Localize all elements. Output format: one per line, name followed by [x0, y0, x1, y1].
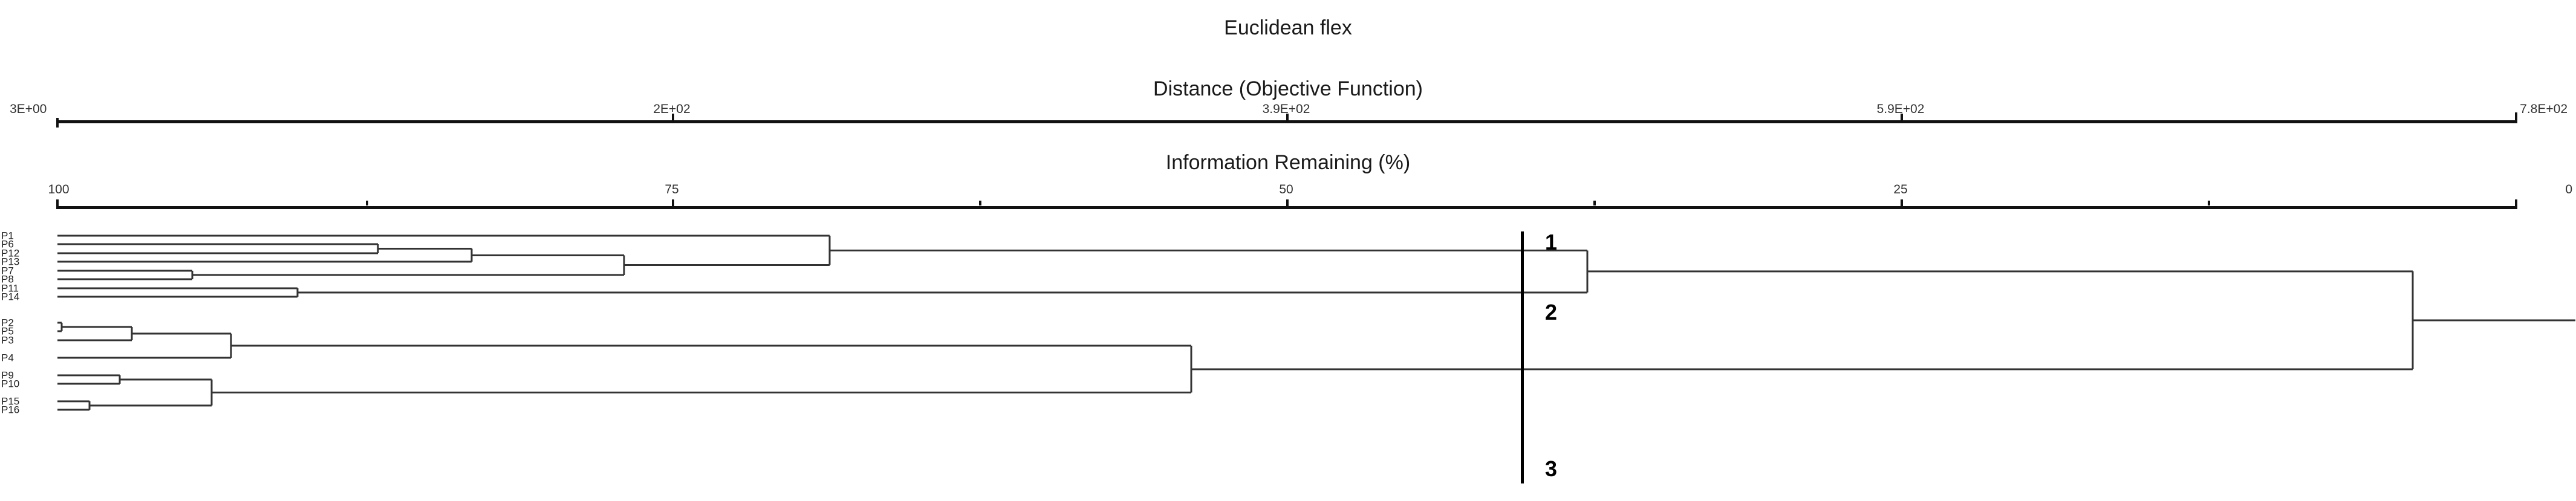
cluster-label-2: 2 [1545, 300, 1558, 325]
cluster-label-1: 1 [1545, 230, 1558, 254]
distance-tick-label-2: 3.9E+02 [1262, 102, 1310, 116]
leaf-label-p13: P13 [1, 256, 20, 268]
leaf-label-p1: P1 [1, 230, 14, 242]
info-minor-tick-3 [2208, 201, 2210, 205]
leaf-label-p6: P6 [1, 238, 14, 250]
distance-tick-label-4: 7.8E+02 [2520, 102, 2568, 116]
info-tick-label-1: 75 [665, 183, 679, 196]
information-axis-rule [56, 206, 2517, 209]
distance-tick-label-0: 3E+00 [10, 102, 47, 116]
info-tick-label-4: 0 [2565, 183, 2572, 196]
leaf-label-p14: P14 [1, 291, 20, 303]
info-minor-tick-0 [366, 201, 368, 205]
distance-tick-3 [1901, 114, 1903, 121]
distance-tick-label-1: 2E+02 [653, 102, 691, 116]
info-tick-label-3: 25 [1893, 183, 1908, 196]
distance-axis-rule [56, 120, 2517, 123]
distance-axis-cap-left [56, 118, 59, 128]
leaf-label-p9: P9 [1, 369, 14, 381]
leaf-label-p12: P12 [1, 247, 20, 259]
leaf-label-p10: P10 [1, 378, 20, 390]
page-title: Euclidean flex [1224, 16, 1352, 39]
info-tick-label-2: 50 [1279, 183, 1293, 196]
info-tick-label-0: 100 [48, 183, 70, 196]
distance-tick-2 [1286, 114, 1289, 121]
info-tick-3 [1901, 199, 1903, 206]
leaf-label-p15: P15 [1, 395, 20, 407]
leaf-label-p16: P16 [1, 404, 20, 416]
info-tick-2 [1286, 199, 1289, 206]
leaf-label-p2: P2 [1, 317, 14, 329]
distance-axis-cap-right [2515, 112, 2517, 123]
dendrogram-tree [57, 234, 2575, 411]
distance-tick-1 [672, 114, 674, 121]
axis-title-distance: Distance (Objective Function) [1153, 77, 1423, 100]
leaf-label-p5: P5 [1, 325, 14, 337]
leaf-label-p3: P3 [1, 334, 14, 346]
cluster-label-3: 3 [1545, 456, 1558, 481]
leaf-label-p8: P8 [1, 273, 14, 285]
leaf-label-p7: P7 [1, 265, 14, 277]
info-minor-tick-1 [979, 201, 981, 205]
info-tick-0 [56, 199, 59, 206]
axis-title-information-remaining: Information Remaining (%) [1165, 151, 1411, 174]
cluster-cut-line [1521, 231, 1524, 483]
info-tick-4 [2515, 199, 2517, 206]
info-tick-1 [672, 199, 674, 206]
leaf-label-p11: P11 [1, 282, 19, 294]
distance-tick-label-3: 5.9E+02 [1876, 102, 1925, 116]
leaf-label-p4: P4 [1, 352, 14, 364]
info-minor-tick-2 [1593, 201, 1596, 205]
